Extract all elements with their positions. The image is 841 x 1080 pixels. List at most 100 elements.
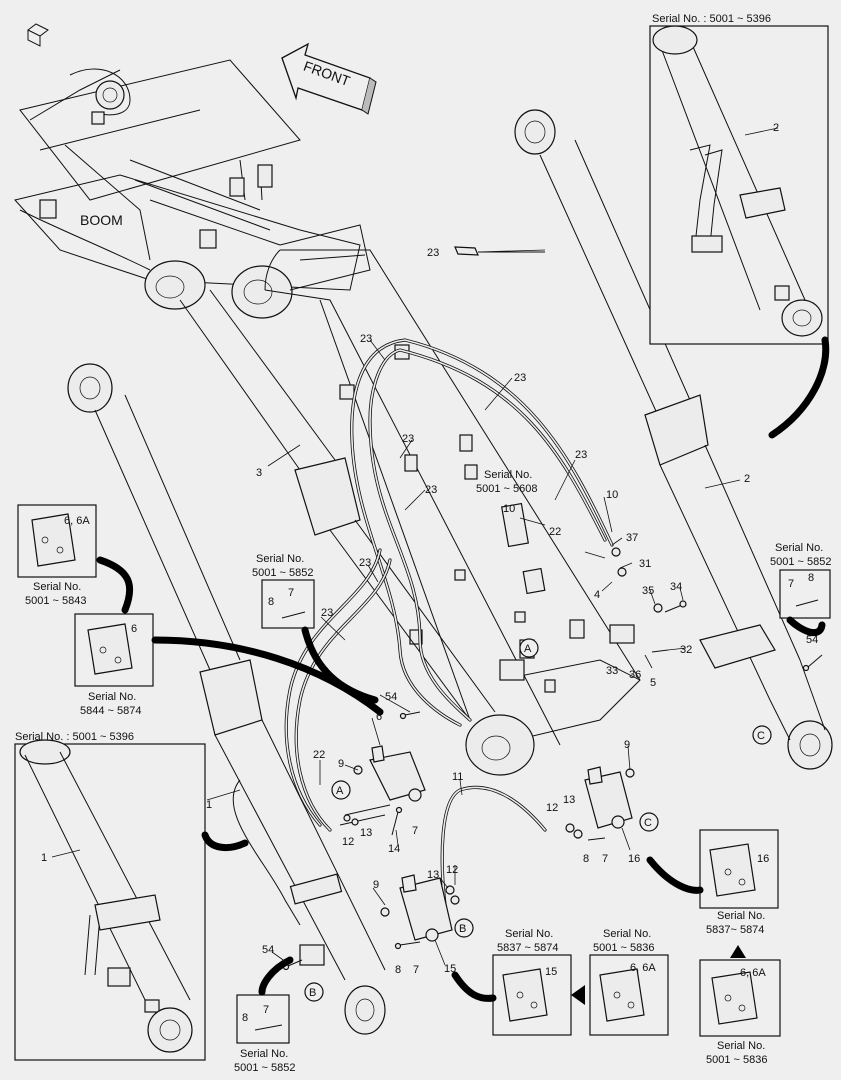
arrow-up — [730, 945, 746, 958]
label-6-main: 6 — [376, 711, 382, 723]
label-4: 4 — [594, 589, 600, 601]
bolt-box-right — [779, 569, 831, 619]
label-8-box-right: 8 — [808, 572, 814, 584]
label-6-6a-bottom-right: 6, 6A — [740, 967, 766, 979]
serial-bottom-mid-a-label: Serial No. — [505, 928, 553, 940]
label-15-main: 15 — [444, 963, 456, 975]
label-16-box: 16 — [757, 853, 769, 865]
arrow-left — [571, 985, 585, 1005]
label-1-inset: 1 — [41, 852, 47, 864]
label-12-bottom: 12 — [446, 864, 458, 876]
label-54-bottom: 54 — [262, 944, 274, 956]
label-12-left: 12 — [342, 836, 354, 848]
label-33: 33 — [606, 665, 618, 677]
label-6-6a-bottom-mid: 6, 6A — [630, 962, 656, 974]
label-12-right: 12 — [546, 802, 558, 814]
connector-curves — [96, 336, 830, 1002]
callout-c-valve — [639, 812, 659, 832]
callout-c-valve-label: C — [644, 817, 652, 829]
serial-left-a-range: 5001 ~ 5843 — [25, 595, 86, 607]
label-8-bottom: 8 — [395, 964, 401, 976]
callout-a-valve-label: A — [336, 785, 344, 797]
label-3: 3 — [256, 467, 262, 479]
boom-label: BOOM — [80, 212, 123, 228]
bolt-box-bottom — [236, 994, 290, 1044]
serial-bottom-left: Serial No. : 5001 ~ 5396 — [15, 731, 134, 743]
leader-lines — [51, 127, 779, 966]
label-5: 5 — [650, 677, 656, 689]
valve-15 — [399, 874, 460, 942]
label-23-a: 23 — [360, 333, 372, 345]
label-9-right: 9 — [624, 739, 630, 751]
valve-16 — [565, 766, 633, 839]
serial-mid-bolt-label: Serial No. — [256, 553, 304, 565]
callout-b-cyl-label: B — [309, 987, 316, 999]
label-54-right: 54 — [806, 634, 818, 646]
bolt-box-mid — [261, 579, 315, 629]
callout-b-valve-label: B — [459, 923, 466, 935]
label-23-b: 23 — [514, 372, 526, 384]
label-8-box-mid: 8 — [268, 596, 274, 608]
valve-box-left-a — [17, 504, 97, 578]
label-8-box-bottom: 8 — [242, 1012, 248, 1024]
label-11: 11 — [452, 771, 463, 783]
serial-bottom-mid-a-range: 5837 ~ 5874 — [497, 942, 558, 954]
label-9-left: 9 — [338, 758, 344, 770]
callout-a-main — [519, 638, 539, 658]
label-2-inset: 2 — [773, 122, 779, 134]
label-22-plate: 22 — [549, 526, 561, 538]
serial-right-valve-label: Serial No. — [717, 910, 765, 922]
serial-mid-plate-label: Serial No. — [484, 469, 532, 481]
serial-right-valve-range: 5837~ 5874 — [706, 924, 764, 936]
valve-box-left-b — [74, 613, 154, 687]
valve-6 — [339, 745, 426, 826]
label-37: 37 — [626, 532, 638, 544]
serial-bottom-bolt-range: 5001 ~ 5852 — [234, 1062, 295, 1074]
label-7-right: 7 — [602, 853, 608, 865]
hydraulic-hoses — [284, 338, 614, 907]
label-7-bottom: 7 — [413, 964, 419, 976]
cylinder-1 — [67, 363, 386, 1035]
label-10-plate: 10 — [503, 503, 515, 515]
serial-mid-bolt-range: 5001 ~ 5852 — [252, 567, 313, 579]
serial-bottom-right-range: 5001 ~ 5836 — [706, 1054, 767, 1066]
serial-right-bolt-range: 5001 ~ 5852 — [770, 556, 831, 568]
label-13-right: 13 — [563, 794, 575, 806]
serial-left-b-range: 5844 ~ 5874 — [80, 705, 141, 717]
valve-box-right — [699, 829, 779, 909]
label-9-bottom: 9 — [373, 879, 379, 891]
label-23-g: 23 — [321, 607, 333, 619]
label-6-6a-left: 6, 6A — [64, 515, 90, 527]
serial-mid-plate-range: 5001 ~ 5608 — [476, 483, 537, 495]
boom-structure — [14, 23, 371, 319]
label-23-tie: 23 — [427, 247, 439, 259]
label-23-e: 23 — [425, 484, 437, 496]
label-16-main: 16 — [628, 853, 640, 865]
label-7-box-right: 7 — [788, 578, 794, 590]
callout-a-label: A — [524, 643, 532, 655]
callout-c-cyl-label: C — [757, 730, 765, 742]
serial-left-b-label: Serial No. — [88, 691, 136, 703]
label-23-f: 23 — [359, 557, 371, 569]
label-31: 31 — [639, 558, 651, 570]
serial-bottom-right-label: Serial No. — [717, 1040, 765, 1052]
label-34: 34 — [670, 581, 682, 593]
callout-c-cyl — [752, 725, 772, 745]
label-13-bottom: 13 — [427, 869, 439, 881]
valve-box-bottom-mid-a — [492, 954, 572, 1036]
callout-b-valve — [454, 918, 474, 938]
serial-bottom-mid-b-range: 5001 ~ 5836 — [593, 942, 654, 954]
serial-left-a-label: Serial No. — [33, 581, 81, 593]
label-8-right: 8 — [583, 853, 589, 865]
label-14: 14 — [388, 843, 400, 855]
label-35: 35 — [642, 585, 654, 597]
detail-inset-bottom-left — [14, 739, 206, 1061]
label-54-mid: 54 — [385, 691, 397, 703]
label-36: 36 — [629, 669, 641, 681]
label-6-box: 6 — [131, 623, 137, 635]
serial-bottom-mid-b-label: Serial No. — [603, 928, 651, 940]
label-7-box-mid: 7 — [288, 587, 294, 599]
label-23-d: 23 — [575, 449, 587, 461]
label-10: 10 — [606, 489, 618, 501]
